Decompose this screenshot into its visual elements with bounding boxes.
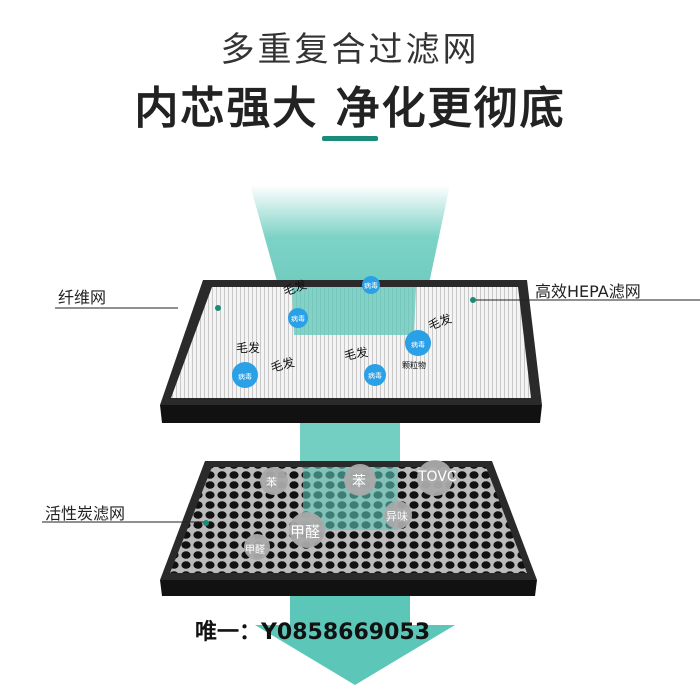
- accent-bar: [322, 136, 378, 141]
- svg-text:毛发: 毛发: [236, 340, 260, 355]
- label-carbon: 活性炭滤网: [45, 504, 126, 523]
- virus-icons: [232, 276, 431, 388]
- particle-benzene: 苯: [266, 476, 277, 489]
- svg-text:病毒: 病毒: [291, 314, 305, 323]
- svg-text:病毒: 病毒: [368, 371, 382, 380]
- airflow-arrow: [255, 596, 455, 685]
- particle-benzene: 苯: [352, 474, 366, 490]
- particulate-label: 颗粒物: [402, 361, 426, 370]
- particle-formaldehyde: 甲醛: [245, 545, 265, 556]
- hepa-filter-media: [171, 287, 531, 398]
- label-fiber: 纤维网: [58, 288, 107, 307]
- label-hepa: 高效HEPA滤网: [535, 282, 641, 301]
- svg-text:毛发: 毛发: [269, 354, 296, 375]
- svg-text:病毒: 病毒: [364, 281, 378, 290]
- particle-formaldehyde: 甲醛: [290, 523, 321, 541]
- subtitle: 内芯强大 净化更彻底: [134, 83, 566, 134]
- svg-text:病毒: 病毒: [238, 372, 252, 381]
- svg-text:毛发: 毛发: [343, 344, 369, 363]
- svg-text:病毒: 病毒: [411, 340, 425, 349]
- watermark: 唯一：Y0858669053: [195, 620, 431, 645]
- particle-tovc: TOVC: [418, 469, 457, 485]
- title: 多重复合过滤网: [220, 30, 480, 70]
- particle-odor: 异味: [386, 510, 408, 523]
